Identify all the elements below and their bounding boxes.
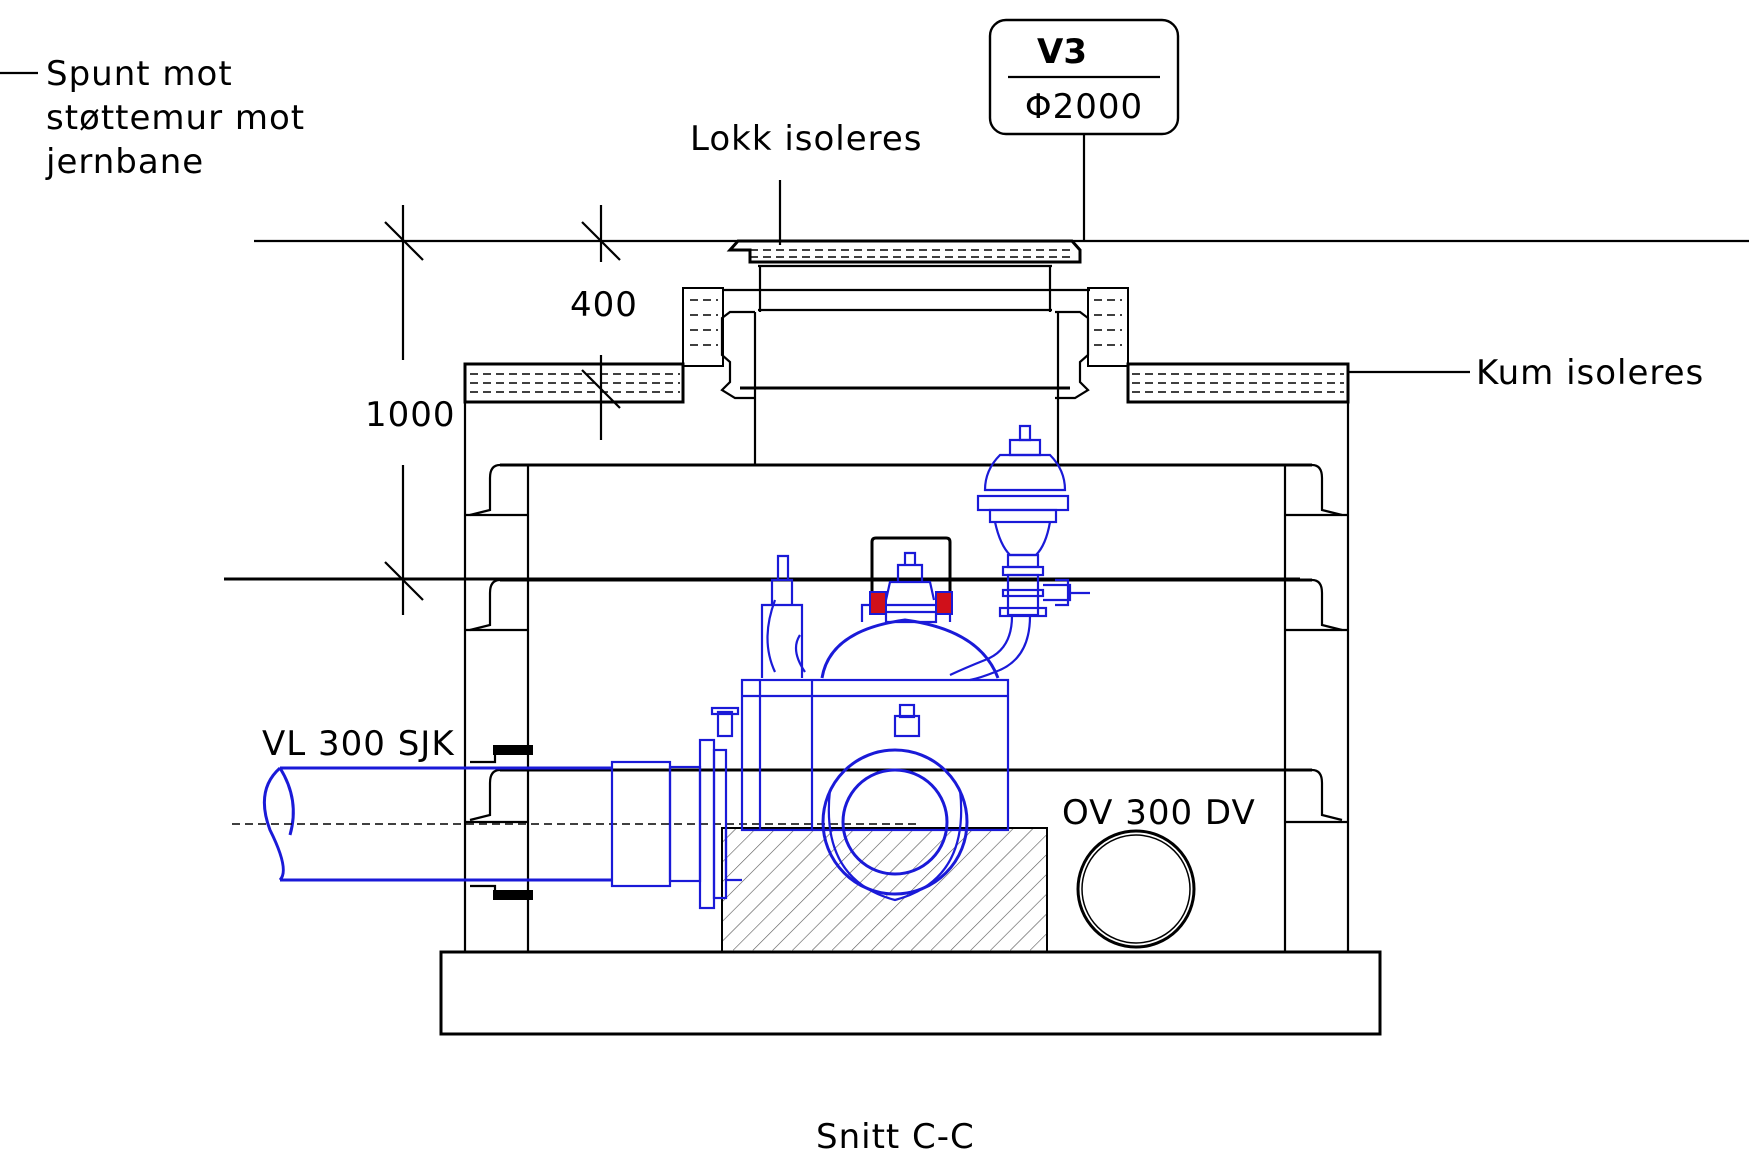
spunt-label-3: jernbane	[45, 142, 204, 182]
dimension-400-label: 400	[570, 285, 638, 325]
vl-pipe-label: VL 300 SJK	[262, 724, 455, 764]
manhole-lid	[726, 239, 1082, 312]
insulation-layer	[463, 299, 1350, 404]
dimension-1000	[384, 205, 424, 615]
ov-pipe	[1076, 829, 1196, 949]
kum-label: Kum isoleres	[1476, 353, 1704, 393]
ov-pipe-label: OV 300 DV	[1062, 793, 1256, 833]
manhole-neck	[682, 287, 1129, 465]
manhole-body	[439, 402, 1382, 1036]
air-valve-icon	[949, 424, 1090, 682]
dimension-1000-label: 1000	[365, 395, 456, 435]
concrete-support	[721, 827, 1048, 953]
spunt-label-2: støttemur mot	[46, 98, 305, 138]
spunt-label-1: Spunt mot	[46, 54, 233, 94]
tag-id: V3	[1037, 32, 1087, 72]
tag-box	[988, 18, 1180, 241]
lokk-label: Lokk isoleres	[690, 119, 923, 159]
vl-pipe	[232, 738, 920, 910]
section-title: Snitt C-C	[816, 1117, 975, 1157]
valve-icon	[710, 554, 1010, 902]
hydrant-icon	[869, 536, 953, 624]
tag-diameter: Φ2000	[1025, 87, 1143, 127]
